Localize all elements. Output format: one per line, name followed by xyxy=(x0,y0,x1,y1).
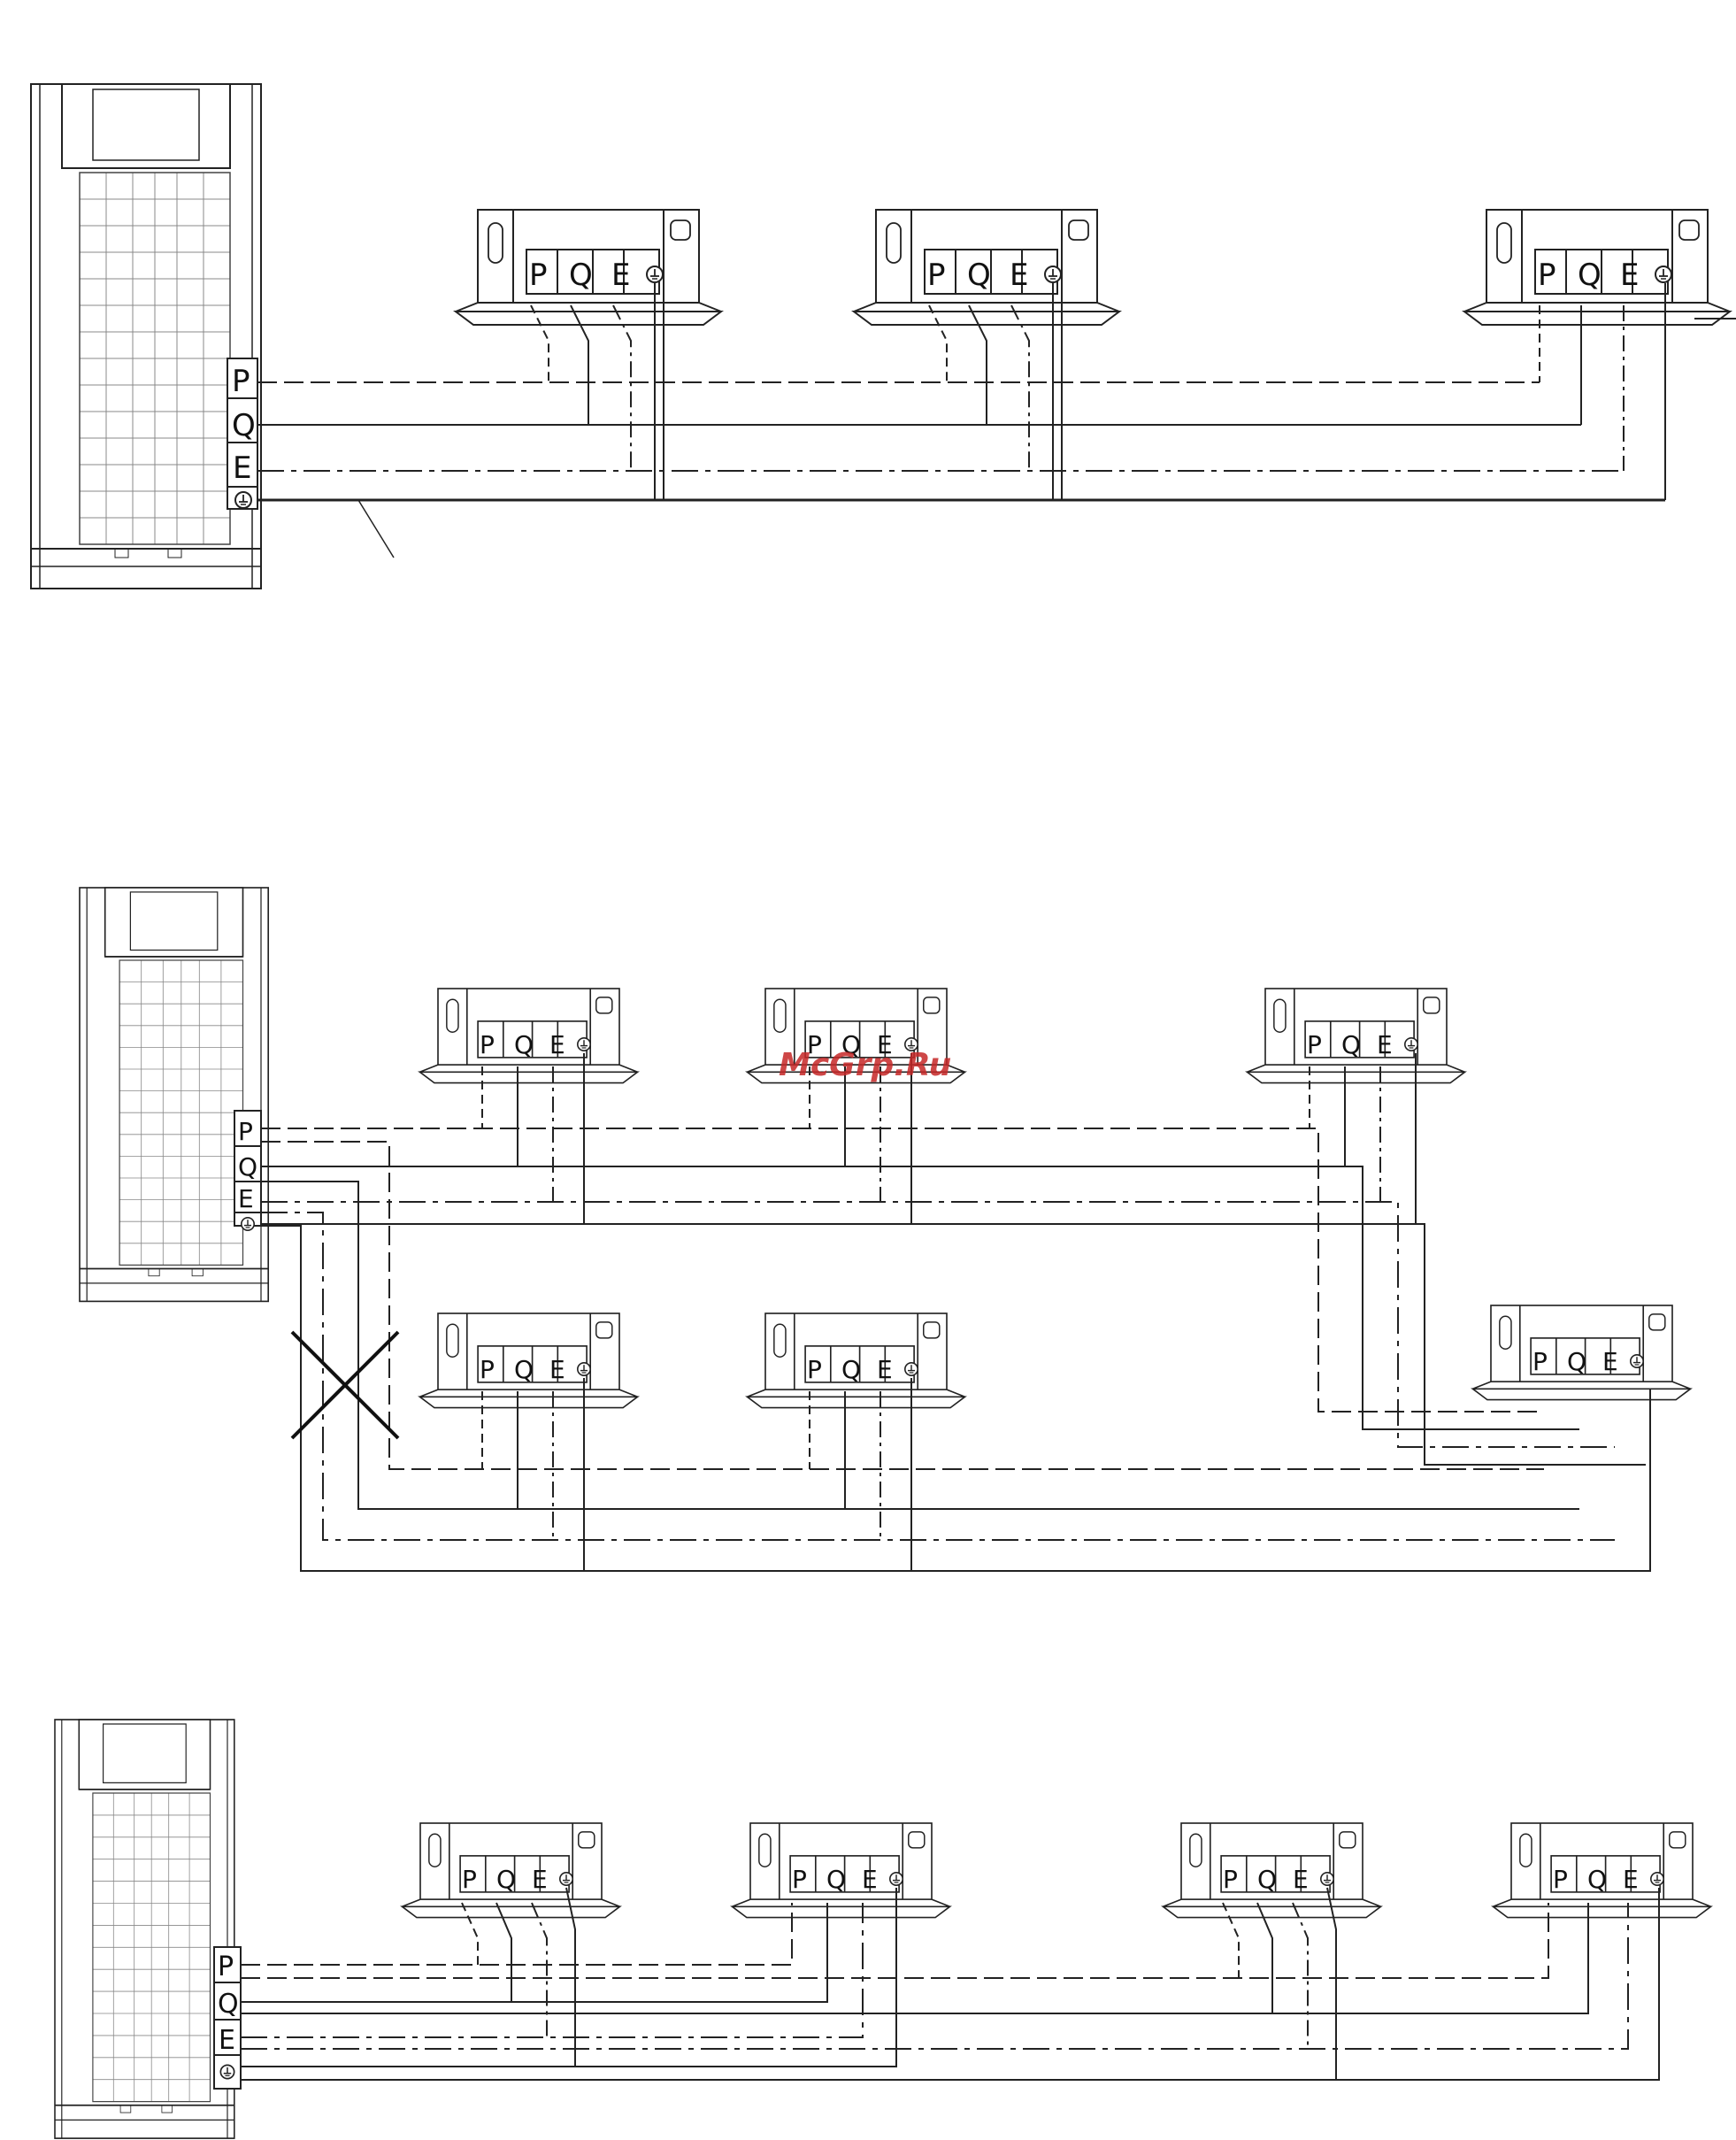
terminal-q-label: Q xyxy=(1578,258,1602,293)
terminal-e-label: E xyxy=(877,1355,893,1384)
e-line xyxy=(241,1903,1628,2049)
terminal-p-label: P xyxy=(1532,1347,1548,1376)
terminal-e-label: E xyxy=(1010,258,1028,293)
terminal-p-label: P xyxy=(1553,1865,1568,1894)
ground-icon xyxy=(242,1218,254,1230)
terminal-q-label: Q xyxy=(514,1030,534,1059)
terminal-e-label: E xyxy=(611,258,630,293)
ground-icon xyxy=(1405,1038,1417,1051)
terminal-e-label: E xyxy=(1602,1347,1618,1376)
ground-icon xyxy=(905,1363,918,1375)
terminal-e-label: E xyxy=(233,450,251,486)
outdoor-terminal-block: P Q E xyxy=(214,1947,241,2089)
terminal-e-label: E xyxy=(238,1184,254,1213)
terminal-q-label: Q xyxy=(218,1989,239,2020)
terminal-p-label: P xyxy=(232,364,250,399)
terminal-q-label: Q xyxy=(841,1355,861,1384)
terminal-q-label: Q xyxy=(496,1865,516,1894)
terminal-p-label: P xyxy=(1538,258,1556,293)
outdoor-unit-icon xyxy=(80,888,268,1301)
terminal-e-label: E xyxy=(549,1355,565,1384)
diagram-1: P Q E P Q E P Q E P Q E xyxy=(31,84,1736,589)
terminal-q-label: Q xyxy=(1587,1865,1607,1894)
terminal-p-label: P xyxy=(480,1355,495,1384)
terminal-p-label: P xyxy=(529,258,548,293)
terminal-q-label: Q xyxy=(1257,1865,1277,1894)
ground-icon xyxy=(578,1363,590,1375)
terminal-p-label: P xyxy=(807,1355,822,1384)
terminal-p-label: P xyxy=(480,1030,495,1059)
ground-icon xyxy=(1655,266,1671,282)
outdoor-terminal-block: P Q E xyxy=(234,1111,261,1230)
terminal-q-label: Q xyxy=(514,1355,534,1384)
terminal-q-label: Q xyxy=(967,258,991,293)
terminal-e-label: E xyxy=(549,1030,565,1059)
watermark: McGrp.Ru xyxy=(779,1047,951,1083)
terminal-q-label: Q xyxy=(826,1865,846,1894)
terminal-e-label: E xyxy=(1293,1865,1309,1894)
terminal-p-label: P xyxy=(218,1951,234,1982)
diagram-2: P Q E P Q E P Q E P Q E P Q E P xyxy=(80,888,1691,1571)
outdoor-unit-icon xyxy=(55,1720,234,2138)
ground-icon xyxy=(647,266,663,282)
ground-icon xyxy=(578,1038,590,1051)
outdoor-terminal-block: P Q E xyxy=(227,358,257,509)
ground-icon xyxy=(890,1873,903,1885)
ground-icon xyxy=(235,492,251,508)
terminal-p-label: P xyxy=(1223,1865,1238,1894)
terminal-p-label: P xyxy=(238,1117,253,1146)
terminal-p-label: P xyxy=(792,1865,807,1894)
outdoor-unit-icon xyxy=(31,84,261,589)
ground-icon xyxy=(1651,1873,1663,1885)
terminal-p-label: P xyxy=(1307,1030,1322,1059)
terminal-e-label: E xyxy=(1377,1030,1393,1059)
terminal-q-label: Q xyxy=(569,258,593,293)
indoor-terminal-labels: P Q E P Q E P Q E P Q E xyxy=(462,1865,1663,1894)
indoor-terminal-labels: P Q E P Q E P Q E P Q E P Q E P Q E xyxy=(480,1030,1643,1384)
q-line xyxy=(241,1903,1588,2013)
terminal-q-label: Q xyxy=(1341,1030,1361,1059)
not-allowed-cross-icon xyxy=(292,1332,398,1438)
terminal-q-label: Q xyxy=(1567,1347,1586,1376)
terminal-q-label: Q xyxy=(238,1152,257,1182)
ground-icon xyxy=(1321,1873,1333,1885)
diagram-3: P Q E P Q E P Q E P Q E P Q E xyxy=(55,1720,1711,2138)
p-line xyxy=(261,1142,1544,1469)
ground-icon xyxy=(1045,266,1061,282)
terminal-p-label: P xyxy=(927,258,946,293)
terminal-p-label: P xyxy=(462,1865,477,1894)
e-line xyxy=(241,1903,863,2037)
terminal-e-label: E xyxy=(862,1865,878,1894)
terminal-e-label: E xyxy=(532,1865,548,1894)
terminal-e-label: E xyxy=(219,2025,235,2056)
terminal-e-label: E xyxy=(1620,258,1639,293)
ground-icon xyxy=(560,1873,572,1885)
ground-icon xyxy=(1631,1355,1643,1367)
communication-bus xyxy=(261,1053,1650,1571)
ground-icon xyxy=(220,2065,234,2078)
terminal-q-label: Q xyxy=(232,408,256,443)
terminal-e-label: E xyxy=(1623,1865,1639,1894)
